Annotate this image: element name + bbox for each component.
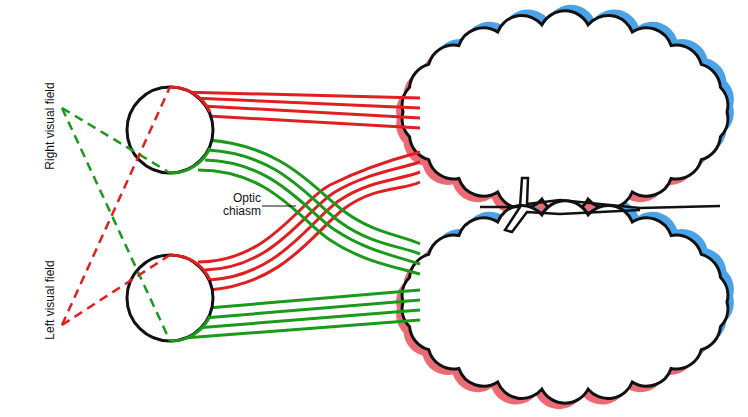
leader-line [262, 206, 296, 207]
eyes [127, 87, 213, 341]
visual-field-rays [62, 87, 170, 341]
hemisphere-outline [402, 11, 728, 213]
optic-fibers [180, 92, 420, 338]
visual-field-label: Right visual field [44, 82, 57, 169]
visual-field-label: Left visual field [44, 260, 57, 339]
hemisphere-outline [402, 201, 728, 403]
brain-hemispheres [396, 5, 734, 409]
brain-fissure [480, 178, 720, 232]
structure-label: Optic chiasm [218, 192, 262, 218]
